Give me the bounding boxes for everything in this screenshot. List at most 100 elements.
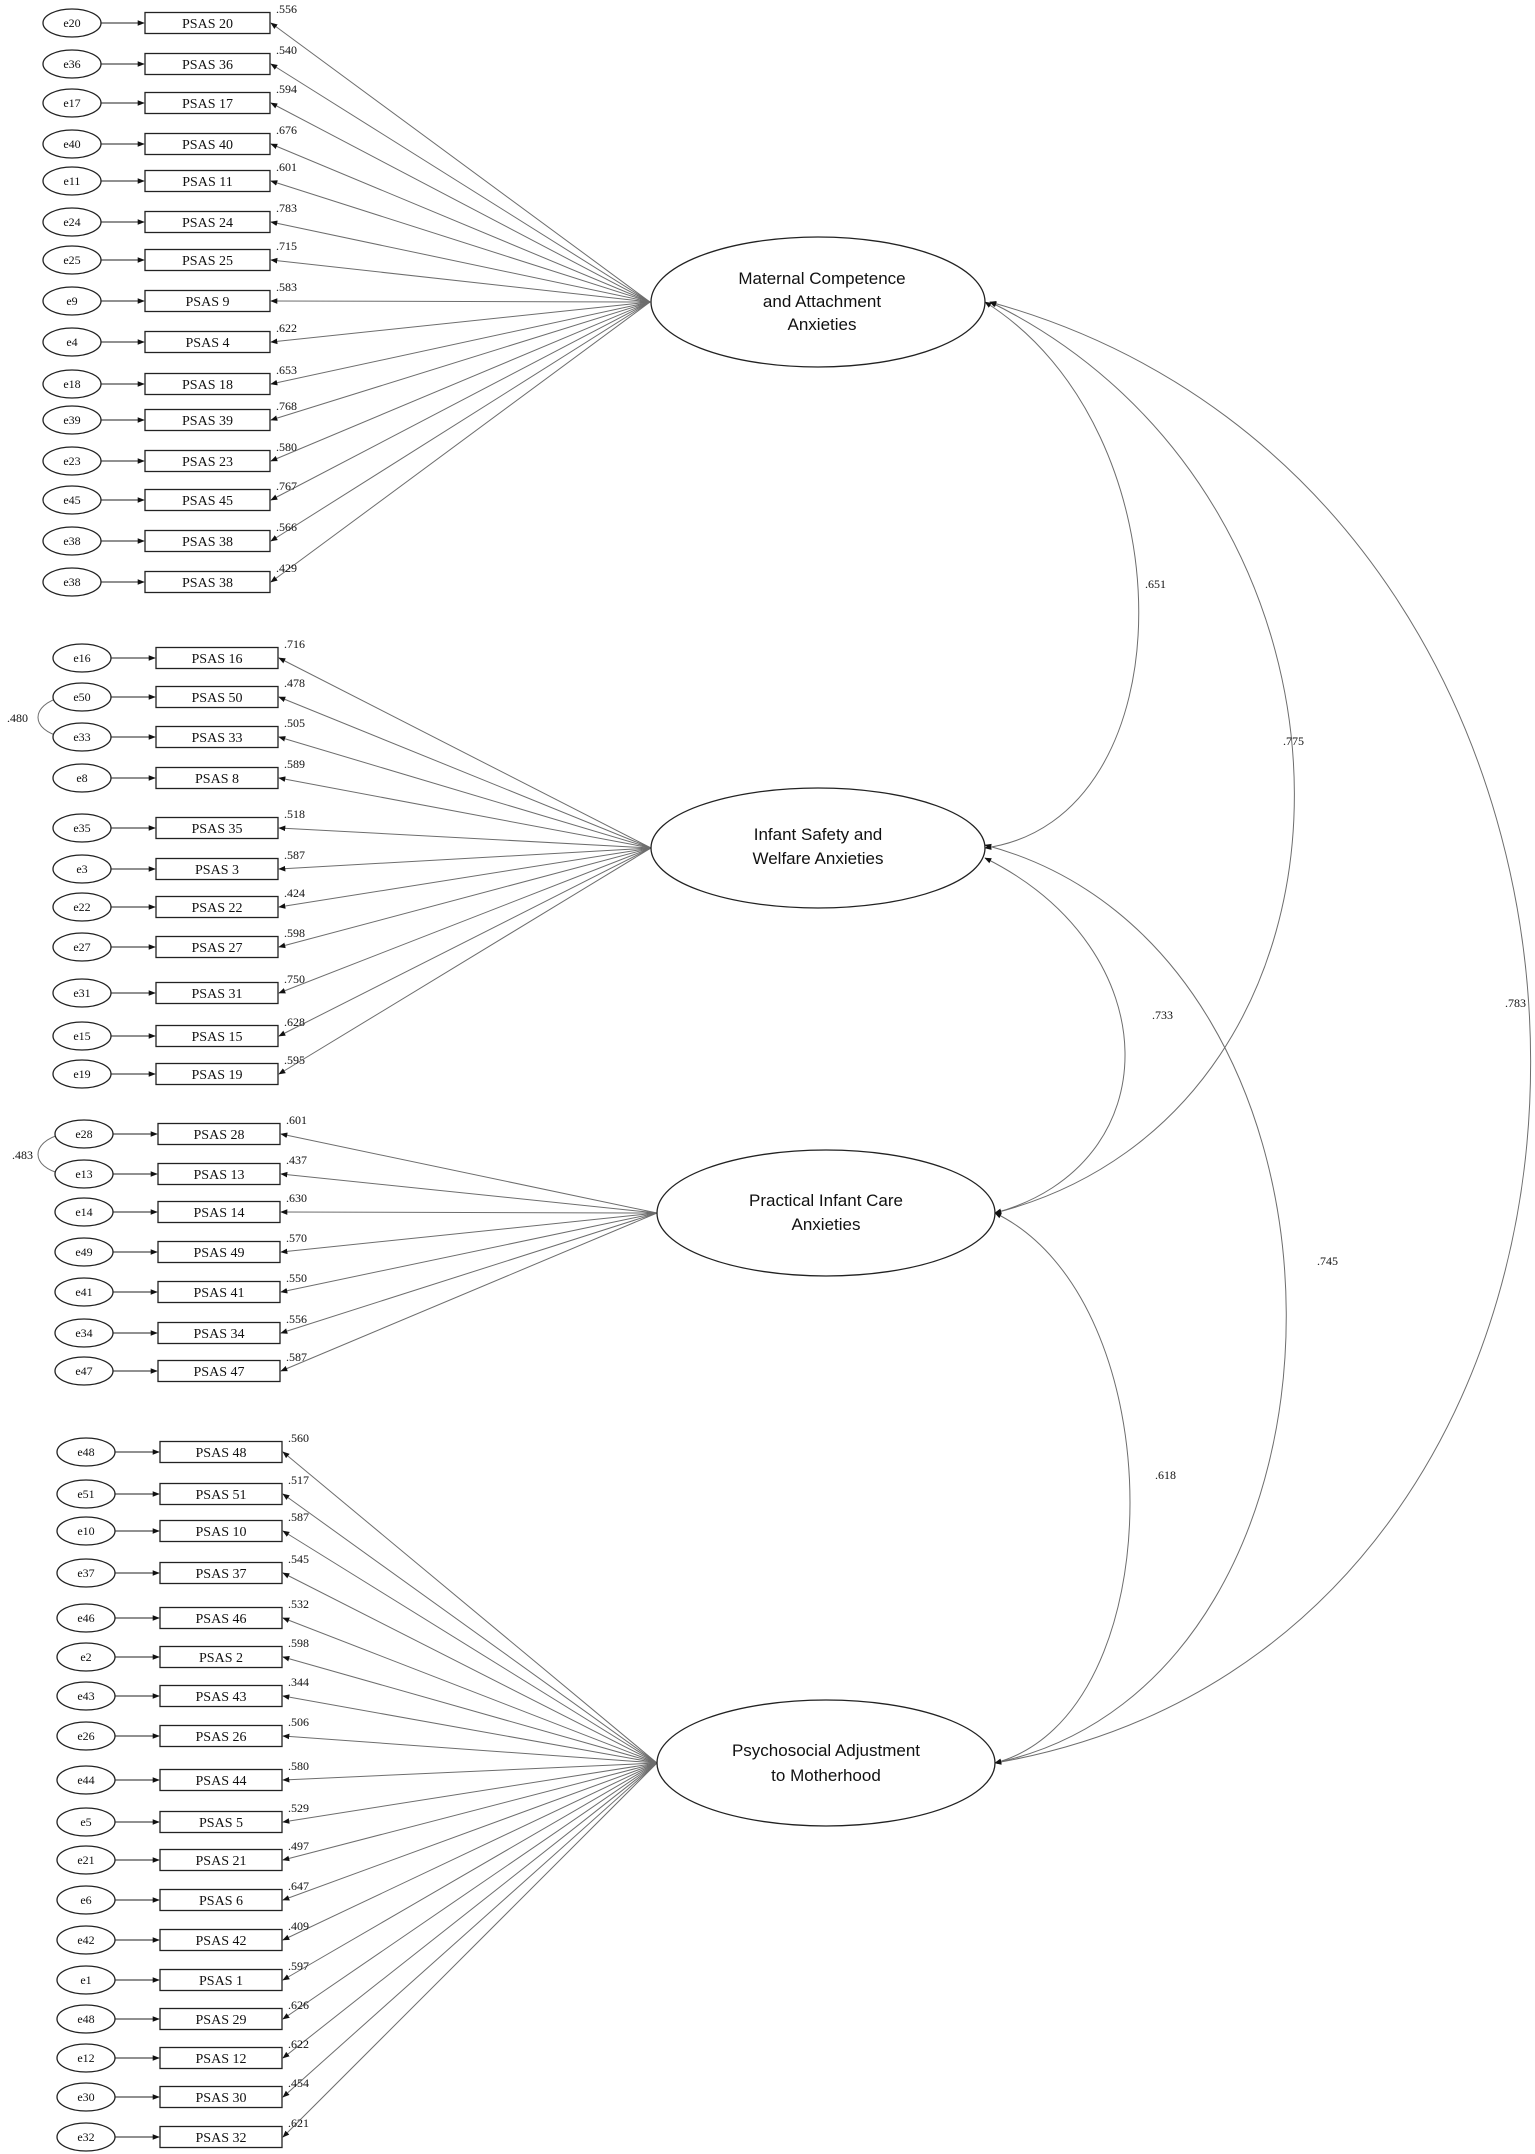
factor-label-line: Anxieties (792, 1215, 861, 1234)
loading-value: .598 (284, 926, 305, 940)
indicator-label: PSAS 50 (192, 691, 243, 706)
indicator-label: PSAS 12 (196, 2052, 247, 2067)
error-label: e15 (73, 1029, 90, 1043)
error-term: e21 (56, 1845, 116, 1875)
error-term: e30 (56, 2082, 116, 2112)
loading-path (282, 1572, 658, 1764)
error-term: e34 (54, 1318, 114, 1348)
error-label: e11 (64, 174, 81, 188)
loading-value: .505 (284, 716, 305, 730)
factor-label-line: Psychosocial Adjustment (732, 1741, 920, 1760)
indicator-label: PSAS 14 (194, 1206, 245, 1221)
loading-value: .653 (276, 363, 297, 377)
error-term: e33 (52, 722, 112, 752)
indicator-box: PSAS 12 (159, 2046, 283, 2070)
indicator-label: PSAS 28 (194, 1128, 245, 1143)
indicator-label: PSAS 15 (192, 1030, 243, 1045)
indicator-box: PSAS 30 (159, 2085, 283, 2109)
loading-path (270, 220, 651, 303)
error-label: e9 (66, 294, 77, 308)
indicator-label: PSAS 35 (192, 822, 243, 837)
error-term: e35 (52, 813, 112, 843)
latent-factor-f4: Psychosocial Adjustment to Motherhood (656, 1699, 996, 1827)
loading-path (282, 1762, 658, 1824)
indicator-label: PSAS 26 (196, 1730, 247, 1745)
indicator-box: PSAS 11 (144, 169, 271, 193)
error-label: e44 (77, 1773, 94, 1787)
corr-label-f1-f4: .783 (1505, 996, 1526, 1010)
loading-path (280, 1171, 658, 1214)
indicator-box: PSAS 13 (157, 1162, 281, 1186)
loading-path (270, 180, 651, 303)
loading-path (280, 1212, 658, 1372)
error-term: e9 (42, 286, 102, 316)
indicator-box: PSAS 49 (157, 1240, 281, 1264)
indicator-box: PSAS 29 (159, 2007, 283, 2031)
loading-value: .630 (286, 1191, 307, 1205)
latent-factor-f3: Practical Infant Care Anxieties (656, 1149, 996, 1277)
error-term: e47 (54, 1356, 114, 1386)
error-term: e16 (52, 643, 112, 673)
corr-arc-f3-f4 (994, 1212, 1131, 1765)
indicator-box: PSAS 35 (155, 816, 279, 840)
indicator-box: PSAS 47 (157, 1359, 281, 1383)
factor-label-line: Anxieties (788, 315, 857, 334)
error-label: e42 (77, 1933, 94, 1947)
latent-factor-f1: Maternal Competence and Attachment Anxie… (650, 236, 986, 368)
loading-path (282, 1530, 658, 1764)
indicator-box: PSAS 48 (159, 1440, 283, 1464)
indicator-label: PSAS 21 (196, 1854, 247, 1869)
error-term: e19 (52, 1059, 112, 1089)
error-label: e37 (77, 1566, 94, 1580)
error-term: e6 (56, 1885, 116, 1915)
error-cov-label-e50-e33: .480 (7, 711, 28, 725)
indicator-box: PSAS 32 (159, 2125, 283, 2149)
error-term: e15 (52, 1021, 112, 1051)
indicator-label: PSAS 47 (194, 1365, 245, 1380)
error-term: e27 (52, 932, 112, 962)
error-term: e22 (52, 892, 112, 922)
loading-path (270, 257, 651, 303)
loading-path (270, 143, 651, 303)
indicator-box: PSAS 23 (144, 449, 271, 473)
indicator-label: PSAS 4 (186, 336, 230, 351)
loading-path (278, 657, 652, 849)
loading-value: .566 (276, 520, 297, 534)
error-term: e31 (52, 978, 112, 1008)
error-term: e11 (42, 166, 102, 196)
indicator-label: PSAS 49 (194, 1246, 245, 1261)
error-label: e3 (76, 862, 87, 876)
loading-path (282, 1733, 658, 1764)
error-term: e8 (52, 763, 112, 793)
error-label: e46 (77, 1611, 94, 1625)
loading-value: .587 (286, 1350, 307, 1364)
loading-value: .532 (288, 1597, 309, 1611)
loading-path (282, 1762, 658, 2059)
indicator-box: PSAS 43 (159, 1684, 283, 1708)
indicator-box: PSAS 22 (155, 895, 279, 919)
loading-path (278, 825, 652, 849)
loading-value: .556 (286, 1312, 307, 1326)
loading-path (278, 847, 652, 949)
loading-path (270, 301, 651, 421)
error-term: e43 (56, 1681, 116, 1711)
error-label: e6 (80, 1893, 91, 1907)
indicator-box: PSAS 36 (144, 52, 271, 76)
loading-value: .570 (286, 1231, 307, 1245)
